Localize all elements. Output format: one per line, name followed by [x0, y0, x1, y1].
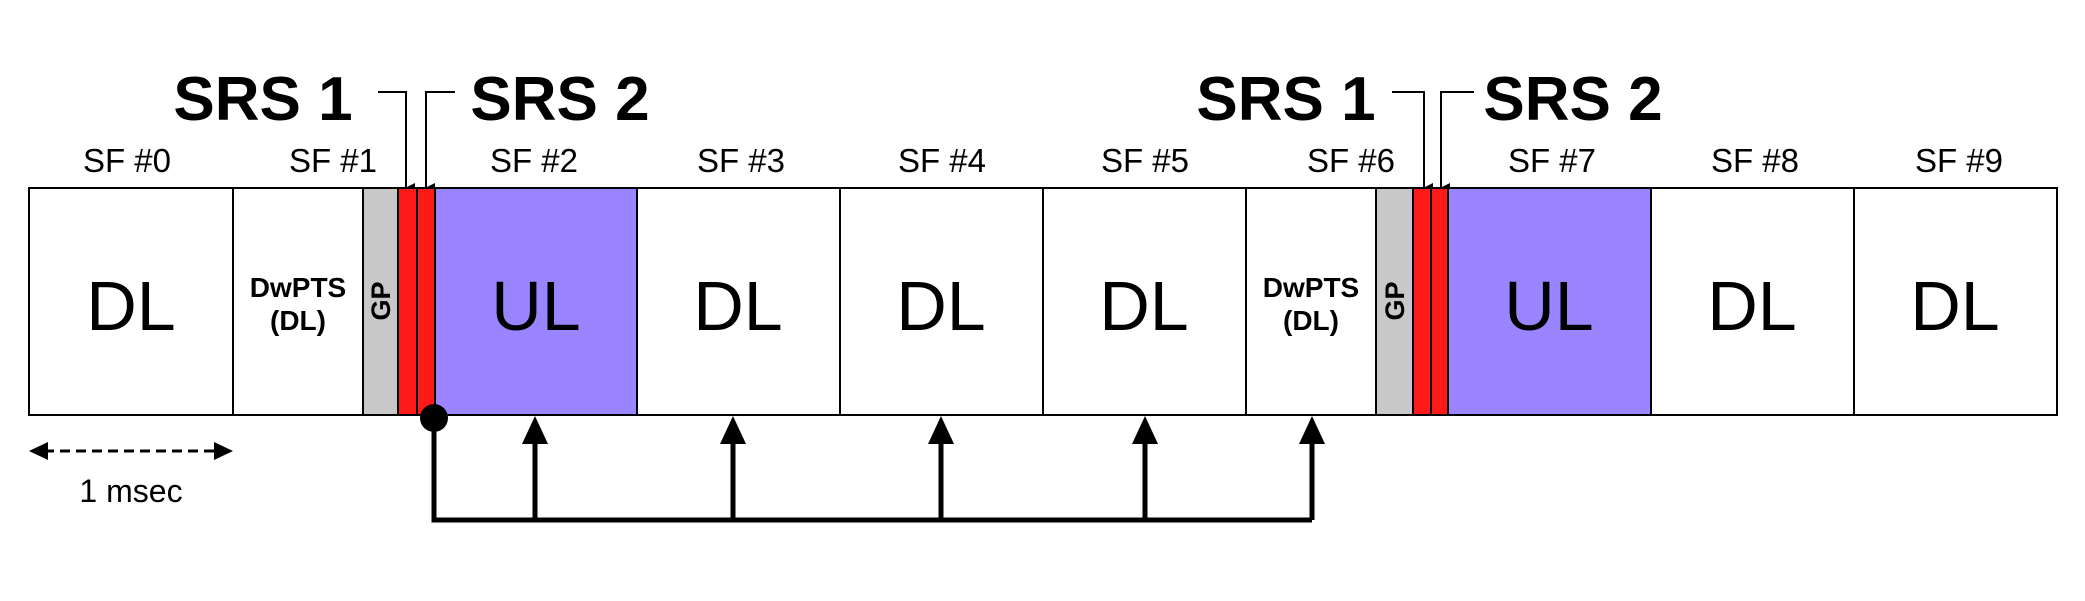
subframe-1-dwpts	[232, 187, 364, 416]
subframe-6-guard-period	[1375, 187, 1414, 416]
subframe-6-dwpts	[1245, 187, 1377, 416]
subframe-contents: DL DwPTS (DL) GP UL DL DL DL DwPTS (DL) …	[86, 267, 1999, 345]
subframe-label-7: SF #7	[1508, 142, 1596, 179]
sf9-dl-text: DL	[1910, 267, 1999, 345]
subframe-label-4: SF #4	[898, 142, 986, 179]
sf6-gp-text: GP	[1380, 281, 1410, 320]
srs1-leader-first	[378, 91, 415, 193]
sf6-dwpts-text: DwPTS	[1263, 272, 1359, 303]
duration-marker: 1 msec	[29, 442, 233, 509]
sf7-ul-text: UL	[1504, 267, 1593, 345]
sf5-dl-text: DL	[1099, 267, 1188, 345]
subframe-6-srs-2	[1430, 187, 1449, 416]
srs1-label-second: SRS 1	[1196, 65, 1375, 134]
duration-label: 1 msec	[79, 473, 182, 509]
duration-arrowhead-right	[214, 442, 233, 460]
sf6-dl-text: (DL)	[1283, 305, 1339, 336]
arrowhead-sf4	[928, 416, 954, 444]
sf8-dl-text: DL	[1707, 267, 1796, 345]
subframe-label-0: SF #0	[83, 142, 171, 179]
srs-labels: SRS 1 SRS 2 SRS 1 SRS 2	[173, 65, 1662, 134]
sf1-dwpts-text: DwPTS	[250, 272, 346, 303]
sf1-gp-text: GP	[366, 281, 396, 320]
srs1-label-first: SRS 1	[173, 65, 352, 134]
subframe-label-5: SF #5	[1101, 142, 1189, 179]
subframe-5	[1042, 187, 1247, 416]
duration-arrowhead-left	[29, 442, 48, 460]
srs2-label-first: SRS 2	[470, 65, 649, 134]
arrowhead-sf5	[1132, 416, 1158, 444]
subframe-labels: SF #0 SF #1 SF #2 SF #3 SF #4 SF #5 SF #…	[83, 142, 2003, 179]
subframe-8	[1650, 187, 1855, 416]
connector-arrowheads	[522, 416, 1325, 444]
subframe-row	[28, 187, 2058, 416]
subframe-9	[1853, 187, 2058, 416]
subframe-0	[28, 187, 234, 416]
subframe-7	[1447, 187, 1652, 416]
subframe-1-guard-period	[362, 187, 399, 416]
sf4-dl-text: DL	[896, 267, 985, 345]
sf2-ul-text: UL	[491, 267, 580, 345]
sf3-dl-text: DL	[693, 267, 782, 345]
subframe-label-1: SF #1	[289, 142, 377, 179]
subframe-label-6: SF #6	[1307, 142, 1395, 179]
subframe-1-srs-1	[397, 187, 418, 416]
subframe-label-8: SF #8	[1711, 142, 1799, 179]
subframe-2	[434, 187, 638, 416]
subframe-4	[839, 187, 1044, 416]
feedback-connector	[420, 404, 1315, 523]
srs2-leader-first	[425, 91, 455, 193]
connector-base-line	[431, 418, 1312, 523]
arrowhead-sf3	[720, 416, 746, 444]
subframe-label-2: SF #2	[490, 142, 578, 179]
subframe-1-srs-2	[416, 187, 436, 416]
srs2-label-second: SRS 2	[1483, 65, 1662, 134]
srs1-leader-second	[1392, 91, 1433, 193]
subframe-label-9: SF #9	[1915, 142, 2003, 179]
srs-leaders	[378, 91, 1474, 193]
arrowhead-sf2	[522, 416, 548, 444]
sf0-dl-text: DL	[86, 267, 175, 345]
sf1-dl-text: (DL)	[270, 305, 326, 336]
subframe-3	[636, 187, 841, 416]
subframe-label-3: SF #3	[697, 142, 785, 179]
arrowhead-sf6	[1299, 416, 1325, 444]
subframe-6-srs-1	[1412, 187, 1432, 416]
srs2-leader-second	[1440, 91, 1474, 193]
